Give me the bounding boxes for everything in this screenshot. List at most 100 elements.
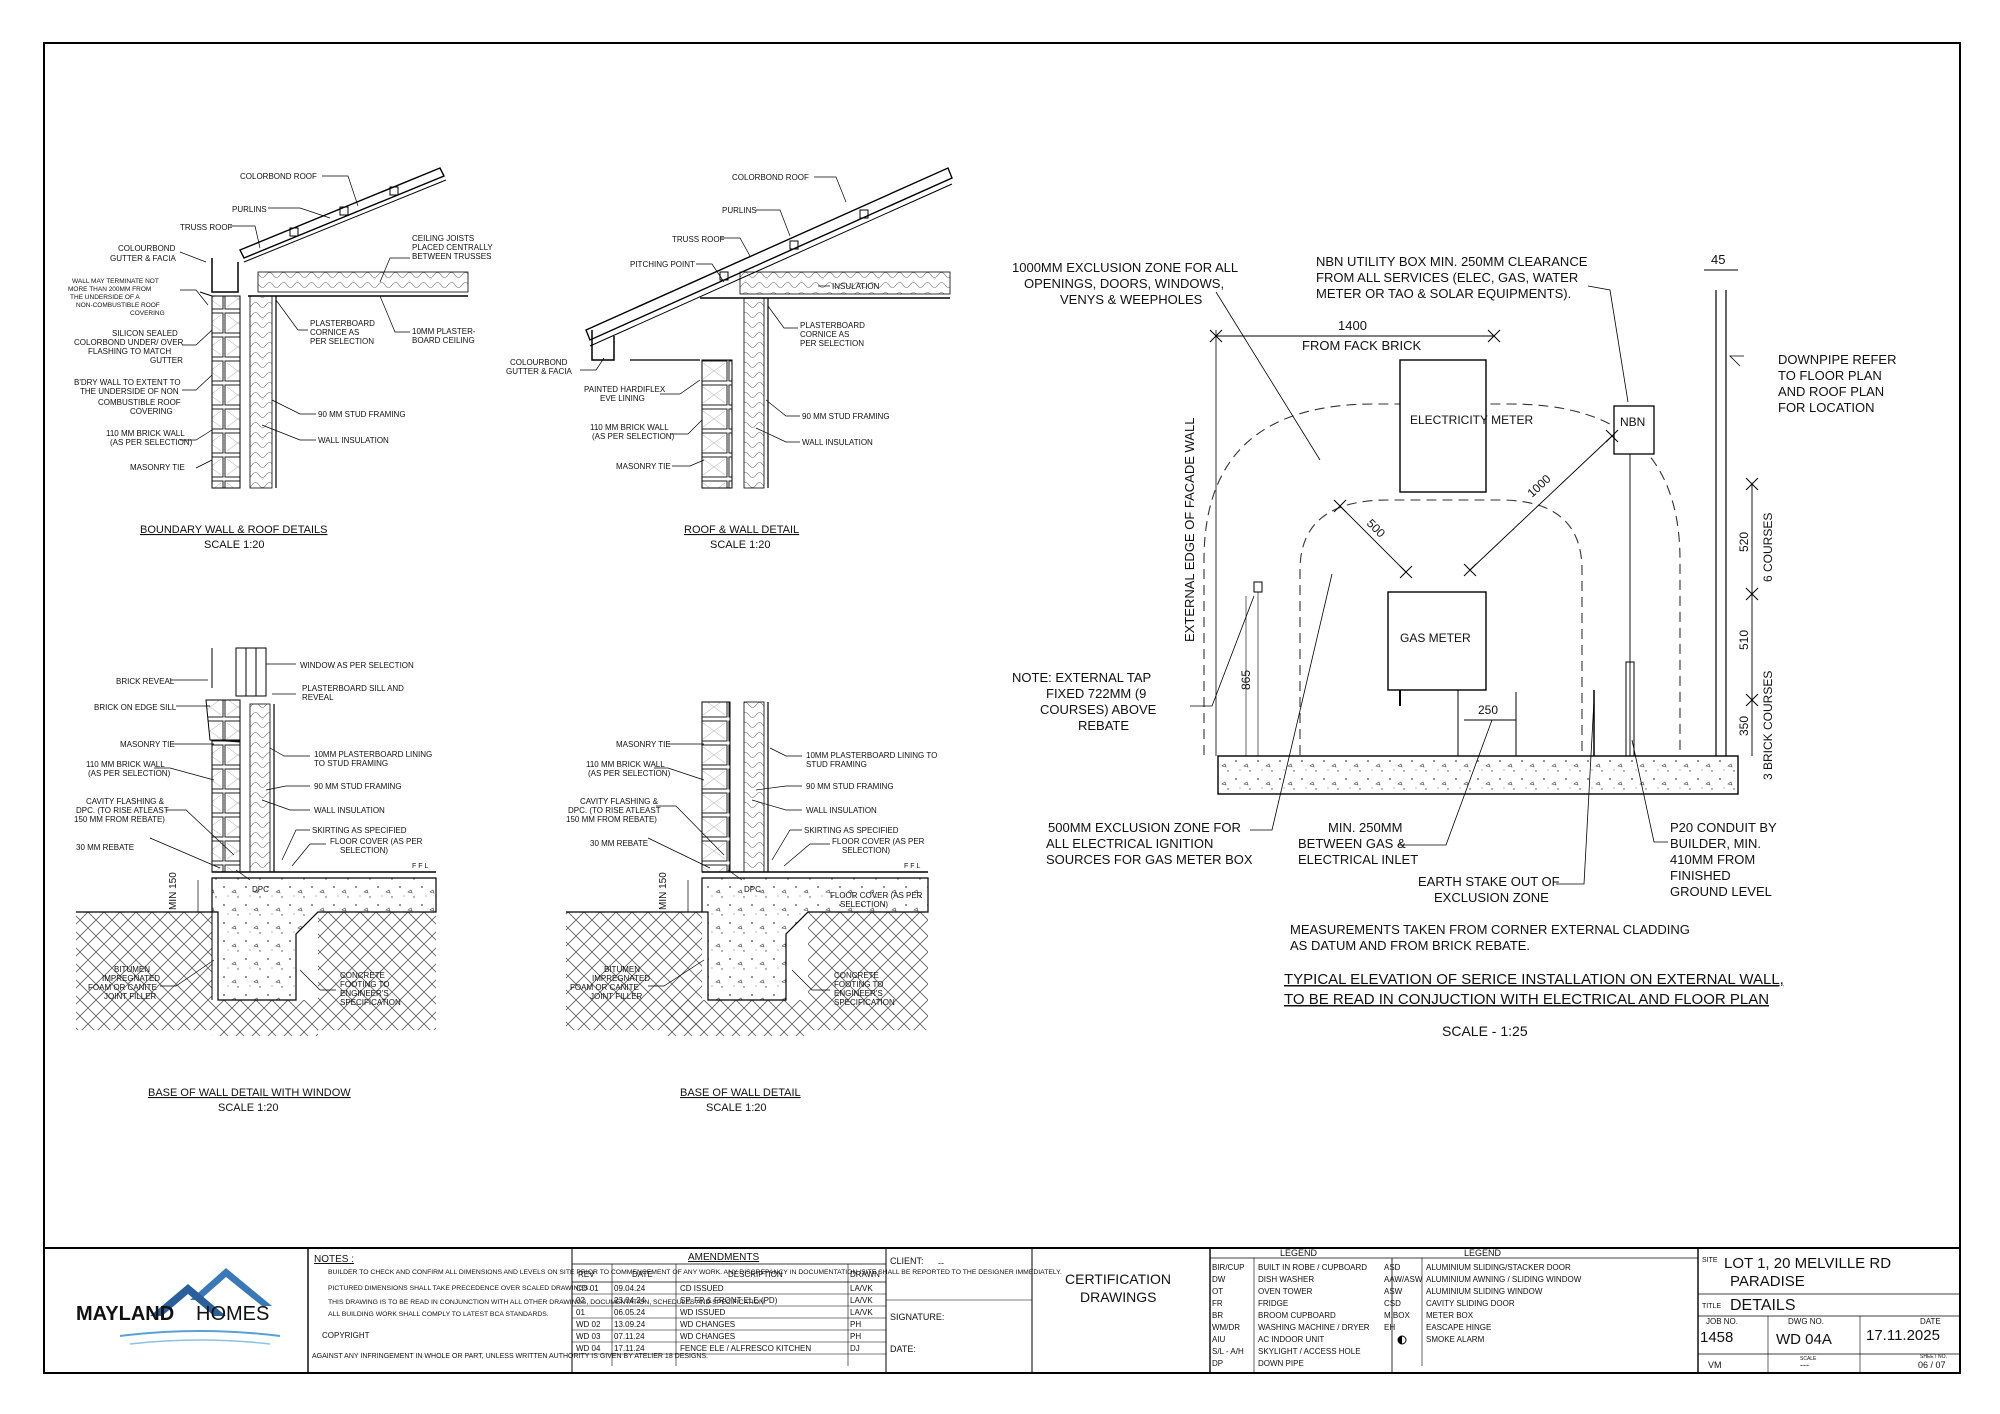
logo-word-1: MAYLAND xyxy=(76,1303,174,1325)
legend-description: METER BOX xyxy=(1426,1311,1474,1320)
svg-text:WALL MAY TERMINATE NOT: WALL MAY TERMINATE NOT xyxy=(72,278,159,285)
svg-text:EVE LINING: EVE LINING xyxy=(600,394,645,403)
amendment-cell: 09.04.24 xyxy=(614,1284,646,1293)
amendment-cell: 06.05.24 xyxy=(614,1308,646,1317)
svg-text:150 MM FROM REBATE): 150 MM FROM REBATE) xyxy=(74,815,165,824)
svg-text:90 MM STUD FRAMING: 90 MM STUD FRAMING xyxy=(318,410,406,419)
svg-text:FLOOR COVER (AS PER: FLOOR COVER (AS PER xyxy=(832,837,925,846)
sheet-label: SHEET NO. xyxy=(1920,1354,1947,1360)
exclusion-zone-500 xyxy=(1299,499,1583,755)
roofwall-detail-scale: SCALE 1:20 xyxy=(710,539,771,551)
basewindow-detail-title: BASE OF WALL DETAIL WITH WINDOW xyxy=(148,1087,351,1099)
mayland-homes-logo: MAYLAND HOMES xyxy=(76,1268,281,1345)
legend-code: M.BOX xyxy=(1384,1311,1410,1320)
basewall-detail-scale: SCALE 1:20 xyxy=(706,1102,767,1114)
legend-code: FR xyxy=(1212,1299,1223,1308)
svg-text:FOAM OR CANITE: FOAM OR CANITE xyxy=(88,983,157,992)
amendment-cell: LA/VK xyxy=(850,1296,873,1305)
svg-text:IMPREGNATED: IMPREGNATED xyxy=(102,974,160,983)
svg-text:PURLINS: PURLINS xyxy=(722,206,757,215)
notes-section: NOTES : BUILDER TO CHECK AND CONFIRM ALL… xyxy=(312,1254,1062,1360)
svg-text:JOINT FILLER: JOINT FILLER xyxy=(590,992,643,1001)
legend-description: DOWN PIPE xyxy=(1258,1359,1304,1368)
svg-text:10MM PLASTERBOARD LINING TO: 10MM PLASTERBOARD LINING TO xyxy=(806,751,937,760)
svg-text:FOAM OR CANITE: FOAM OR CANITE xyxy=(570,983,639,992)
legend-code: AAW/ASW xyxy=(1384,1275,1423,1284)
legend-heading-left: LEGEND xyxy=(1280,1248,1318,1258)
three-brick-courses: 3 BRICK COURSES xyxy=(1761,671,1775,780)
amendment-cell: CD ISSUED xyxy=(680,1284,724,1293)
amendments-table: AMENDMENTS REV DATE DESCRIPTION DRAWN CD… xyxy=(576,1252,880,1353)
svg-text:SELECTION): SELECTION) xyxy=(340,846,388,855)
site-line-1: LOT 1, 20 MELVILLE RD xyxy=(1724,1255,1891,1272)
svg-text:DPC: DPC xyxy=(252,885,269,894)
svg-text:COVERING: COVERING xyxy=(130,310,165,317)
sheet-value: 06 / 07 xyxy=(1918,1360,1946,1370)
legend-code: DW xyxy=(1212,1275,1226,1284)
legend-description: ALUMINIUM SLIDING/STACKER DOOR xyxy=(1426,1263,1571,1272)
amendment-cell: 02 xyxy=(576,1296,585,1305)
amendment-cell: LA/VK xyxy=(850,1308,873,1317)
svg-text:110 MM BRICK WALL: 110 MM BRICK WALL xyxy=(586,760,665,769)
svg-text:GUTTER & FACIA: GUTTER & FACIA xyxy=(506,367,572,376)
svg-text:DPC. (TO RISE ATLEAST: DPC. (TO RISE ATLEAST xyxy=(568,806,661,815)
nbn-label: NBN xyxy=(1620,415,1645,429)
dim-500: 500 xyxy=(1364,516,1388,540)
job-label: JOB NO. xyxy=(1706,1317,1738,1326)
svg-text:WINDOW AS PER SELECTION: WINDOW AS PER SELECTION xyxy=(300,661,414,670)
date-label-right: DATE xyxy=(1920,1317,1941,1326)
legend-code: DP xyxy=(1212,1359,1223,1368)
svg-text:BITUMEN: BITUMEN xyxy=(604,965,640,974)
svg-text:F F L: F F L xyxy=(904,863,920,870)
legend-code: BR xyxy=(1212,1311,1223,1320)
svg-text:FOOTING TO: FOOTING TO xyxy=(340,980,389,989)
amend-col-date: DATE xyxy=(632,1270,653,1279)
logo-word-2: HOMES xyxy=(196,1303,269,1325)
svg-text:MASONRY TIE: MASONRY TIE xyxy=(616,740,671,749)
amendment-cell: WD 02 xyxy=(576,1320,601,1329)
amendments-heading: AMENDMENTS xyxy=(688,1252,759,1263)
legend-description: SKYLIGHT / ACCESS HOLE xyxy=(1258,1347,1361,1356)
svg-text:10MM PLASTERBOARD LINING: 10MM PLASTERBOARD LINING xyxy=(314,750,432,759)
site-label: SITE xyxy=(1702,1257,1718,1264)
p20-note: P20 CONDUIT BY BUILDER, MIN. 410MM FROM … xyxy=(1670,820,1780,899)
legend-heading-right: LEGEND xyxy=(1464,1248,1502,1258)
scale-value: --- xyxy=(1800,1360,1809,1370)
electricity-meter-label: ELECTRICITY METER xyxy=(1410,413,1533,427)
svg-text:BOARD CEILING: BOARD CEILING xyxy=(412,336,475,345)
base-wall-window-detail: WINDOW AS PER SELECTION BRICK REVEAL PLA… xyxy=(74,647,437,1114)
svg-text:BRICK ON EDGE SILL: BRICK ON EDGE SILL xyxy=(94,703,177,712)
boundary-detail-title: BOUNDARY WALL & ROOF DETAILS xyxy=(140,524,327,536)
amendment-cell: WD CHANGES xyxy=(680,1320,735,1329)
svg-text:WALL INSULATION: WALL INSULATION xyxy=(318,436,389,445)
amendment-cell: 17.11.24 xyxy=(614,1344,645,1353)
svg-text:BETWEEN TRUSSES: BETWEEN TRUSSES xyxy=(412,252,491,261)
amendment-cell: WD ISSUED xyxy=(680,1308,726,1317)
legend-code: CSD xyxy=(1384,1299,1401,1308)
svg-text:SILICON SEALED: SILICON SEALED xyxy=(112,329,178,338)
amend-col-rev: REV xyxy=(578,1270,595,1279)
dim-45: 45 xyxy=(1711,252,1725,267)
svg-text:PITCHING POINT: PITCHING POINT xyxy=(630,260,695,269)
project-info: SITE LOT 1, 20 MELVILLE RD PARADISE TITL… xyxy=(1700,1255,1947,1370)
svg-text:MASONRY TIE: MASONRY TIE xyxy=(120,740,175,749)
amend-col-description: DESCRIPTION xyxy=(728,1270,783,1279)
svg-text:SPECIFICATION: SPECIFICATION xyxy=(834,998,895,1007)
svg-text:COLOURBOND: COLOURBOND xyxy=(118,244,176,253)
svg-text:COLORBOND ROOF: COLORBOND ROOF xyxy=(732,173,809,182)
dim-510: 510 xyxy=(1737,630,1751,650)
downpipe-note: DOWNPIPE REFER TO FLOOR PLAN AND ROOF PL… xyxy=(1778,352,1900,415)
amendment-cell: PH xyxy=(850,1332,861,1341)
legend-description: CAVITY SLIDING DOOR xyxy=(1426,1299,1515,1308)
svg-text:MORE THAN 200MM FROM: MORE THAN 200MM FROM xyxy=(68,286,151,293)
dwg-value: WD 04A xyxy=(1776,1331,1832,1348)
ground-slab xyxy=(1217,755,1739,795)
svg-text:ENGINEER'S: ENGINEER'S xyxy=(834,989,883,998)
svg-text:CAVITY FLASHING &: CAVITY FLASHING & xyxy=(580,797,659,806)
svg-text:MASONRY TIE: MASONRY TIE xyxy=(616,462,671,471)
dim-250: 250 xyxy=(1478,703,1498,717)
legend-code: WM/DR xyxy=(1212,1323,1240,1332)
service-elevation: 1400 FROM FACK BRICK EXTERNAL EDGE OF FA… xyxy=(1012,252,1900,1039)
